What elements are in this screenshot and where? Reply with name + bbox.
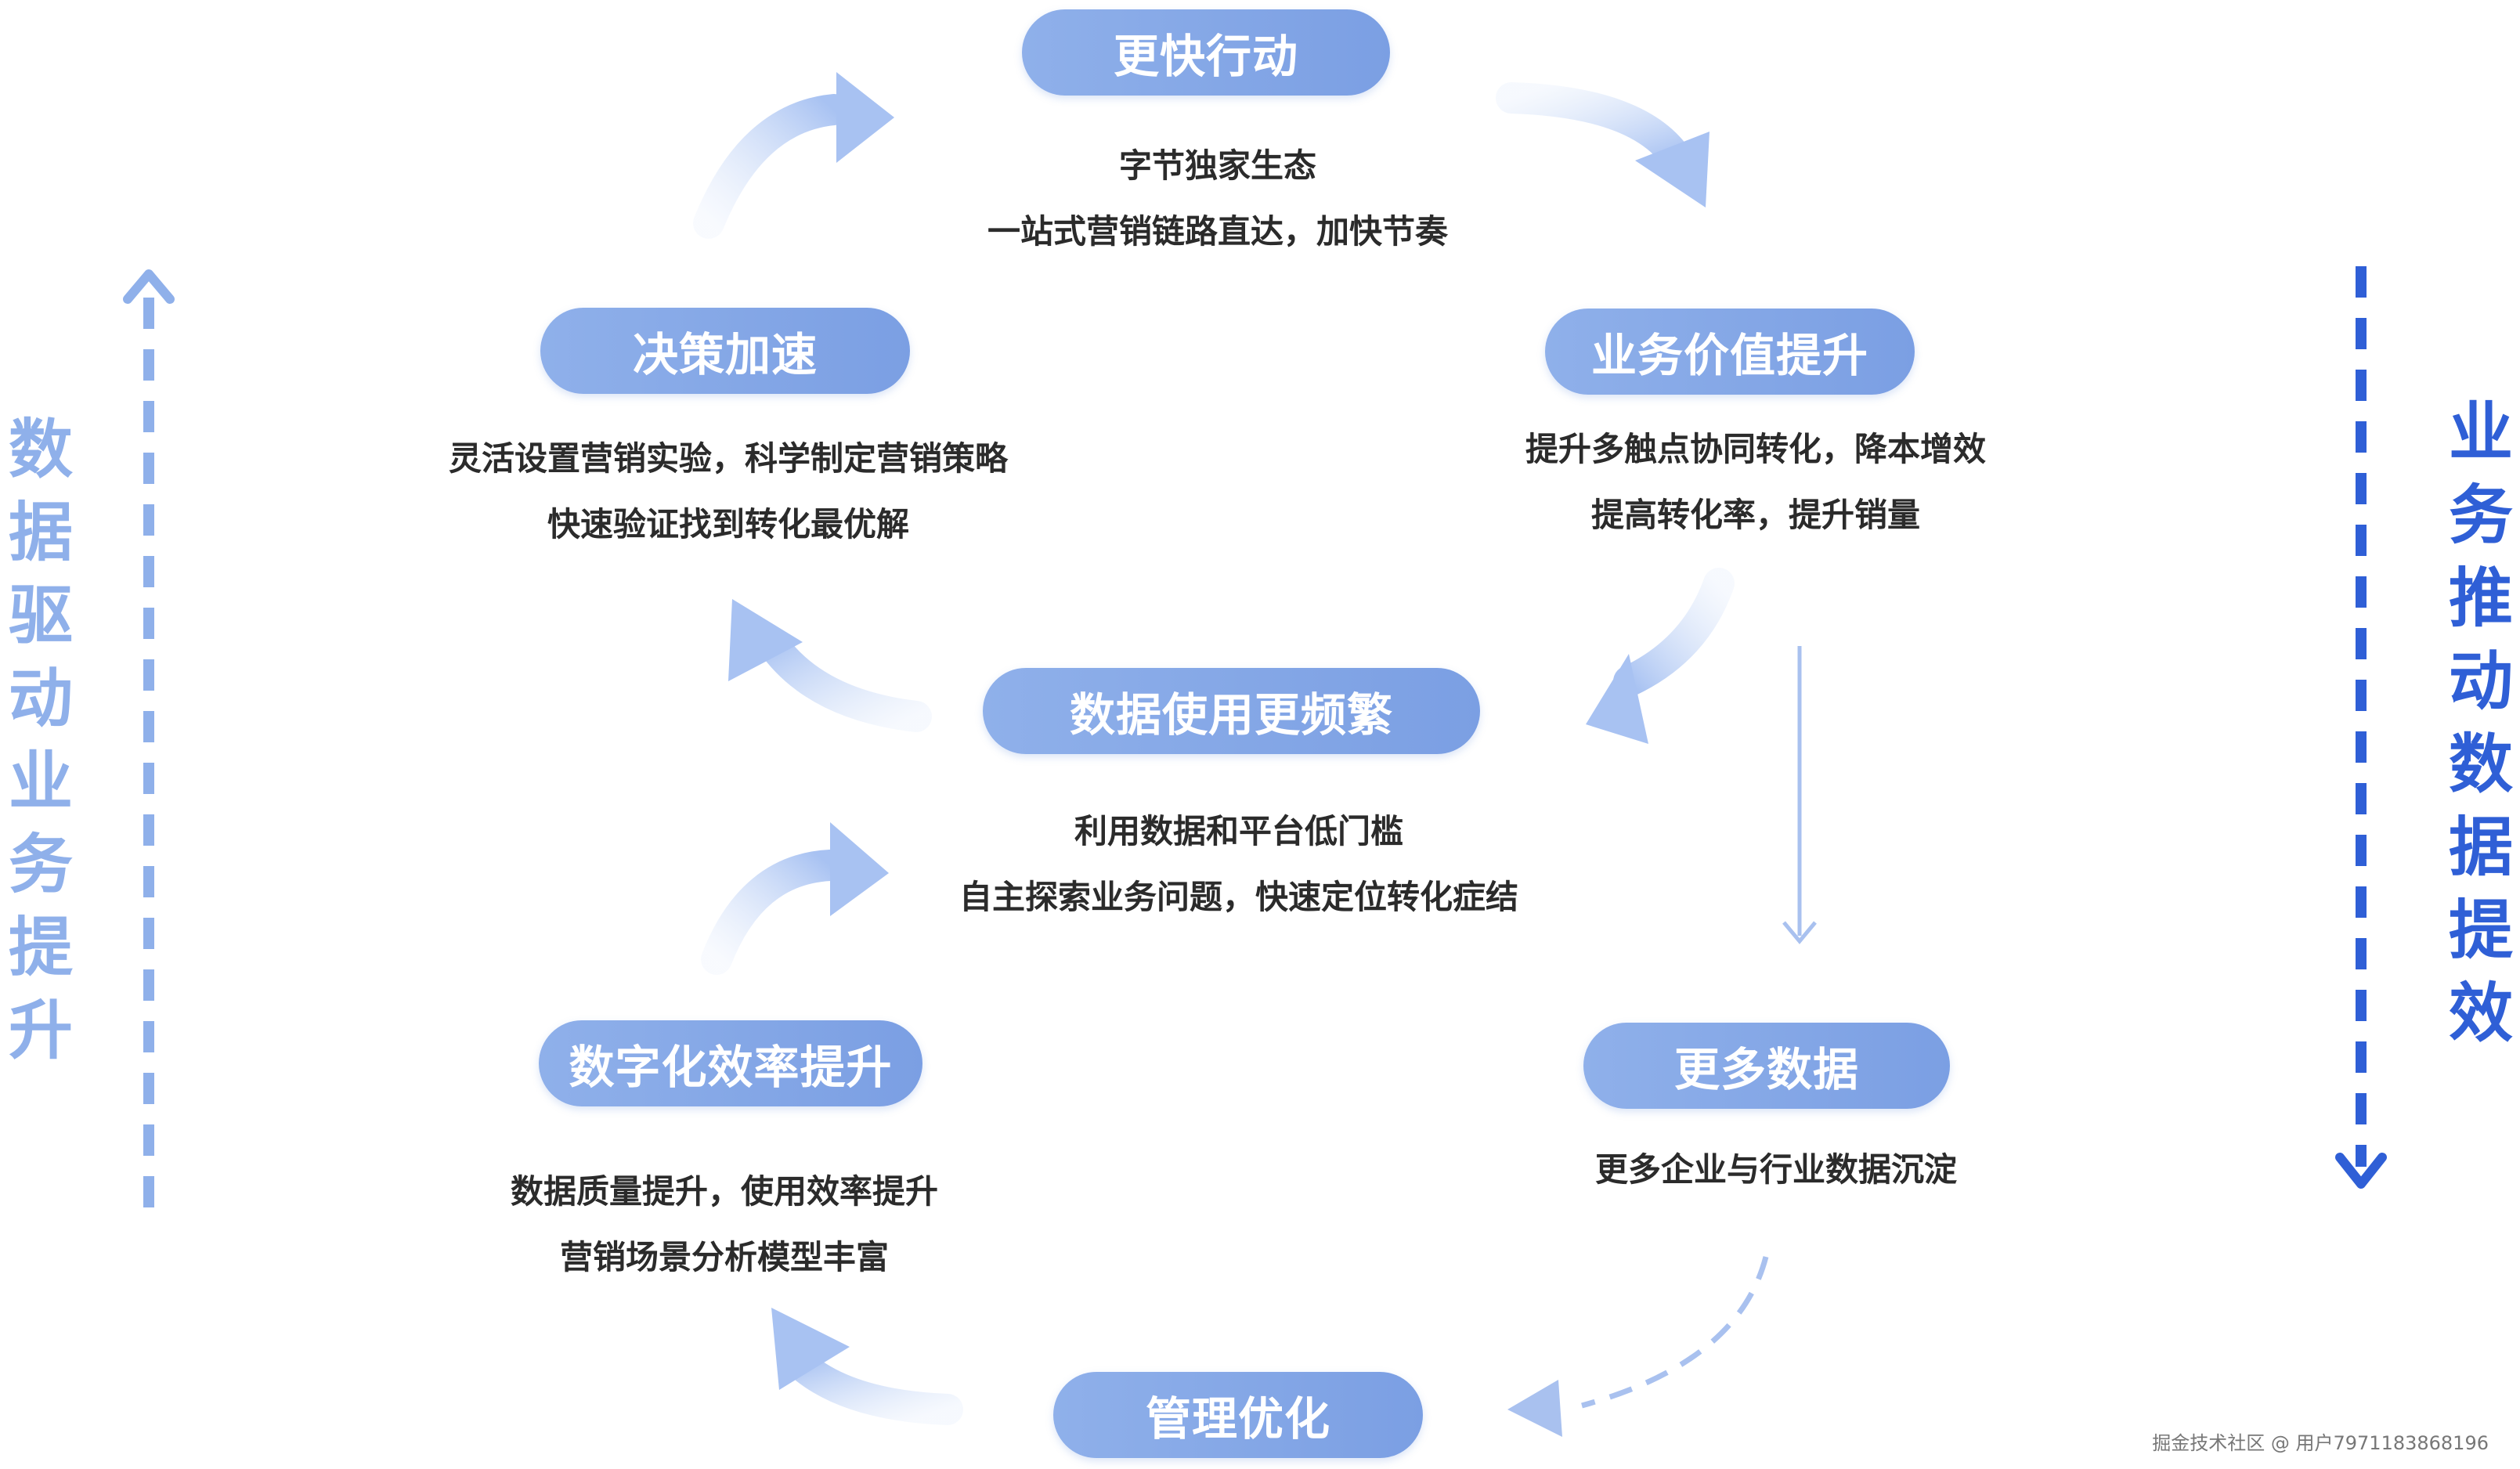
more-data-line-1: 更多企业与行业数据沉淀 [1594,1150,1958,1189]
node-management: 管理优化 [1053,1372,1423,1458]
right-dashed-arrow-down [2335,266,2387,1189]
digital-efficiency-line-2: 营销场景分析模型丰富 [559,1238,890,1276]
arrow-to-faster-action [693,72,894,239]
arrow-to-business-value [1496,82,1709,208]
node-data-usage-label: 数据使用更频繁 [1069,688,1393,742]
faster-action-line-2: 一站式营销链路直达，加快节奏 [987,212,1449,251]
business-value-line-2: 提高转化率，提升销量 [1590,496,1921,534]
arrow-to-management [1507,1256,1769,1437]
node-faster-action: 更快行动 [1022,9,1390,96]
node-business-value: 业务价值提升 [1545,309,1915,395]
node-faster-action-label: 更快行动 [1113,30,1298,83]
node-business-value-label: 业务价值提升 [1590,329,1868,382]
node-management-label: 管理优化 [1145,1392,1330,1446]
node-decision-speed-label: 决策加速 [632,328,818,381]
left-side-label: 数据驱动业务提升 [8,413,73,1068]
arrow-to-more-data [1782,646,1817,944]
node-digital-efficiency-label: 数字化效率提升 [569,1041,893,1094]
left-dashed-arrow-up [123,269,175,1210]
data-usage-line-1: 利用数据和平台低门槛 [1074,812,1404,850]
arrow-to-data-usage [1586,568,1735,744]
business-value-line-1: 提升多触点协同转化，降本增效 [1525,430,1987,468]
decision-speed-line-1: 灵活设置营销实验，科学制定营销策略 [448,439,1009,478]
node-digital-efficiency: 数字化效率提升 [539,1020,922,1106]
decision-speed-line-2: 快速验证找到转化最优解 [547,505,910,543]
arrow-to-data-usage-from-digital [701,822,889,975]
node-more-data: 更多数据 [1583,1023,1950,1109]
watermark: 掘金技术社区 @ 用户7971183868196 [2152,1432,2489,1454]
right-side-label: 业务推动数据提效 [2448,395,2513,1051]
arrow-to-digital-efficiency [771,1308,963,1425]
node-more-data-label: 更多数据 [1673,1043,1859,1096]
node-data-usage: 数据使用更频繁 [983,668,1480,754]
data-usage-line-2: 自主探索业务问题，快速定位转化症结 [959,878,1519,916]
arrow-to-decision-speed [728,599,932,732]
faster-action-line-1: 字节独家生态 [1118,146,1317,185]
node-decision-speed: 决策加速 [540,308,910,394]
digital-efficiency-line-1: 数据质量提升，使用效率提升 [510,1172,939,1211]
